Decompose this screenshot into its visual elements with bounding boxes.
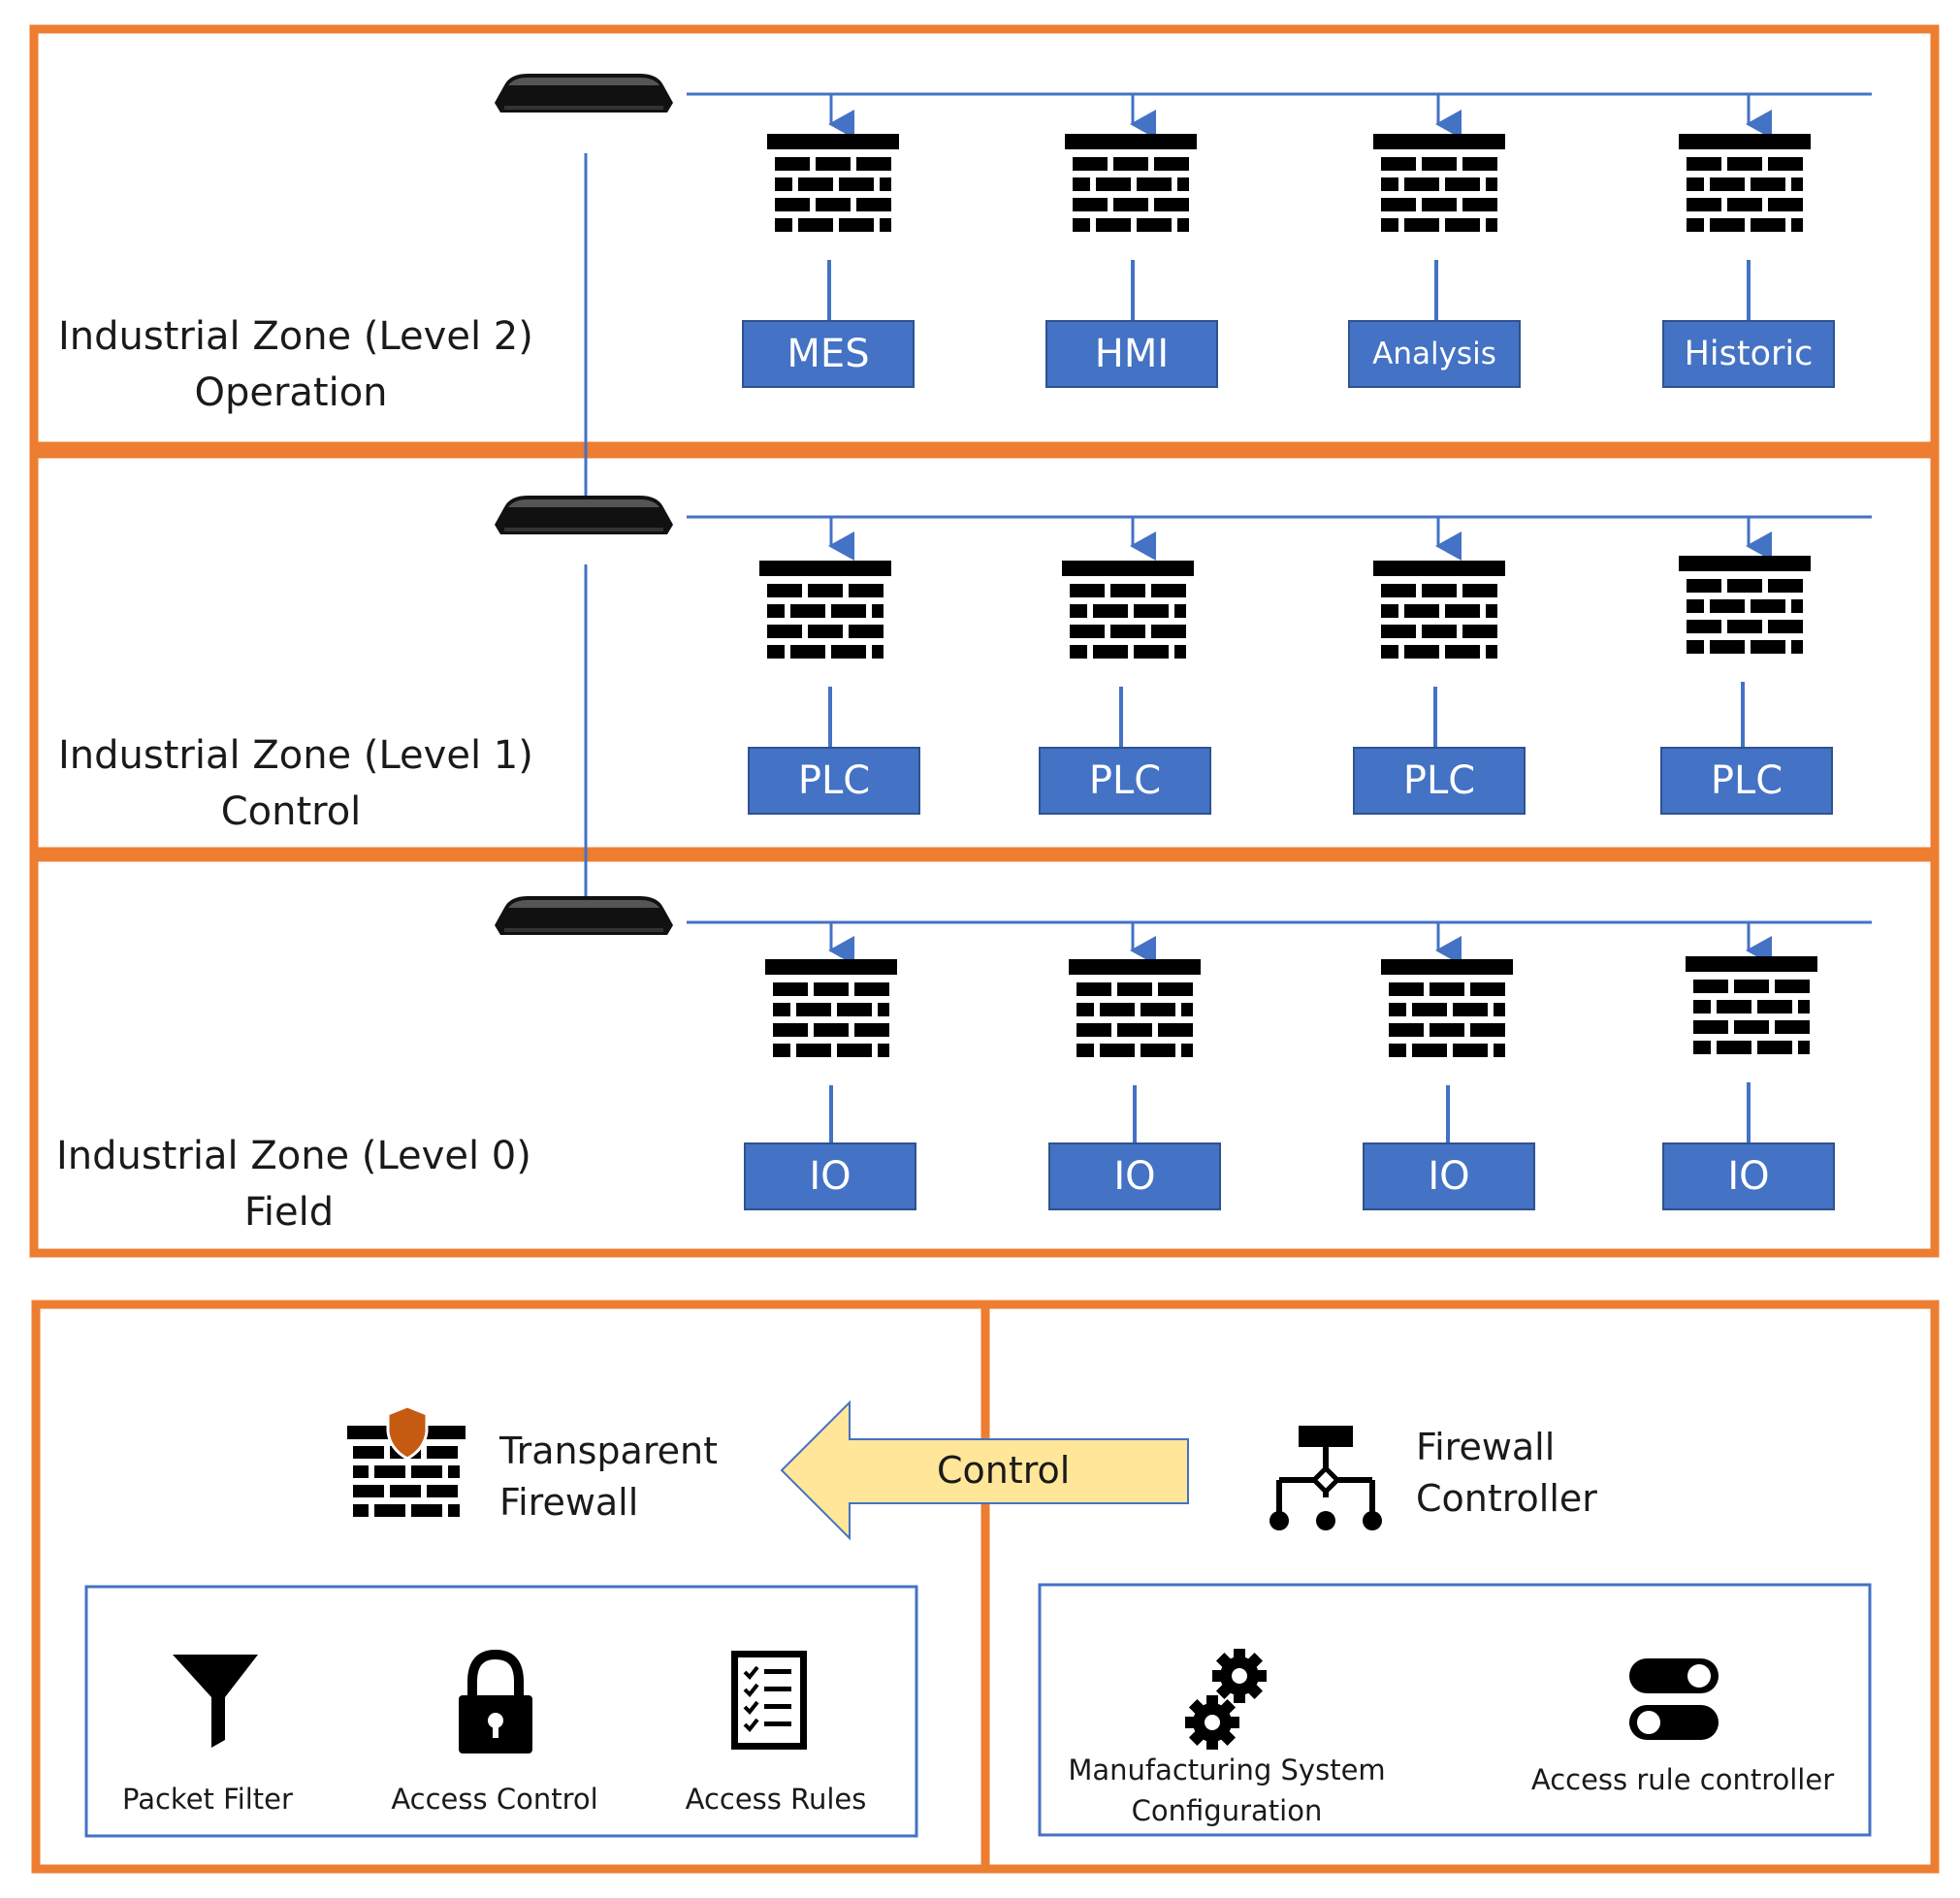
zone-title: Industrial Zone (Level 2) (58, 314, 533, 359)
firewall-controller-line2: Controller (1416, 1477, 1597, 1520)
zone-title: Industrial Zone (Level 0) (56, 1134, 531, 1178)
firewall-brick-icon (1686, 956, 1817, 1054)
zone-label-level-0: Industrial Zone (Level 0) Field (56, 1128, 531, 1240)
node-hmi: HMI (1045, 320, 1218, 388)
firewall-brick-icon (1062, 561, 1194, 659)
controller-features-box (1038, 1583, 1872, 1837)
level-2-firewalls (767, 94, 1811, 320)
control-arrow (780, 1399, 1189, 1541)
node-historic: Historic (1662, 320, 1835, 388)
node-plc: PLC (1660, 747, 1833, 815)
firewall-brick-icon (765, 959, 897, 1057)
control-arrow-label: Control (937, 1449, 1071, 1492)
transparent-firewall-line2: Firewall (499, 1481, 639, 1524)
manufacturing-config-line2: Configuration (1131, 1794, 1323, 1827)
zone-border-level-1 (29, 449, 1940, 856)
access-rule-controller-label: Access rule controller (1530, 1763, 1835, 1796)
firewall-brick-icon (1679, 134, 1811, 232)
packet-filter-label: Packet Filter (122, 1783, 293, 1816)
access-control-label: Access Control (391, 1783, 598, 1816)
firewall-brick-icon (1679, 556, 1811, 654)
node-mes: MES (742, 320, 915, 388)
zone-border-level-0 (29, 852, 1940, 1258)
funnel-filter-icon (173, 1655, 258, 1748)
toggle-switches-icon (1629, 1658, 1719, 1740)
transparent-firewall-line1: Transparent (499, 1430, 718, 1472)
firewall-brick-icon (1373, 561, 1505, 659)
zone-subtitle: Operation (194, 370, 388, 415)
gears-icon (1185, 1649, 1267, 1750)
node-io: IO (744, 1142, 916, 1210)
network-hierarchy-icon (1269, 1426, 1382, 1530)
firewall-brick-icon (767, 134, 899, 232)
node-plc: PLC (1039, 747, 1211, 815)
firewall-brick-icon (1381, 959, 1513, 1057)
zone-border-level-2 (29, 24, 1940, 451)
checklist-icon (731, 1651, 807, 1750)
node-io: IO (1363, 1142, 1535, 1210)
firewall-brick-icon (1065, 134, 1197, 232)
zone-title: Industrial Zone (Level 1) (58, 733, 533, 778)
network-switch-icon (495, 496, 673, 534)
manufacturing-config-label: Manufacturing System Configuration (1057, 1750, 1397, 1831)
node-analysis: Analysis (1348, 320, 1521, 388)
node-io: IO (1048, 1142, 1221, 1210)
node-plc: PLC (1353, 747, 1526, 815)
zone-subtitle: Control (220, 789, 362, 834)
firewall-brick-icon (759, 561, 891, 659)
padlock-icon (459, 1649, 532, 1753)
node-plc: PLC (748, 747, 920, 815)
transparent-firewall-label: Transparent Firewall (499, 1426, 718, 1528)
access-rules-label: Access Rules (685, 1783, 867, 1816)
firewall-brick-icon (1373, 134, 1505, 232)
node-io: IO (1662, 1142, 1835, 1210)
level-0-firewalls (765, 922, 1817, 1142)
shield-firewall-icon (347, 1404, 466, 1517)
network-switch-icon (495, 896, 673, 935)
manufacturing-config-line1: Manufacturing System (1068, 1753, 1386, 1786)
zone-label-level-2: Industrial Zone (Level 2) Operation (58, 308, 533, 421)
level-1-firewalls (759, 517, 1811, 747)
firewall-controller-line1: Firewall (1416, 1426, 1556, 1468)
firewall-brick-icon (1069, 959, 1201, 1057)
firewall-features-box (84, 1585, 918, 1838)
network-switch-icon (495, 74, 673, 113)
zone-label-level-1: Industrial Zone (Level 1) Control (58, 727, 533, 840)
zone-subtitle: Field (243, 1190, 335, 1235)
firewall-controller-label: Firewall Controller (1416, 1422, 1597, 1525)
